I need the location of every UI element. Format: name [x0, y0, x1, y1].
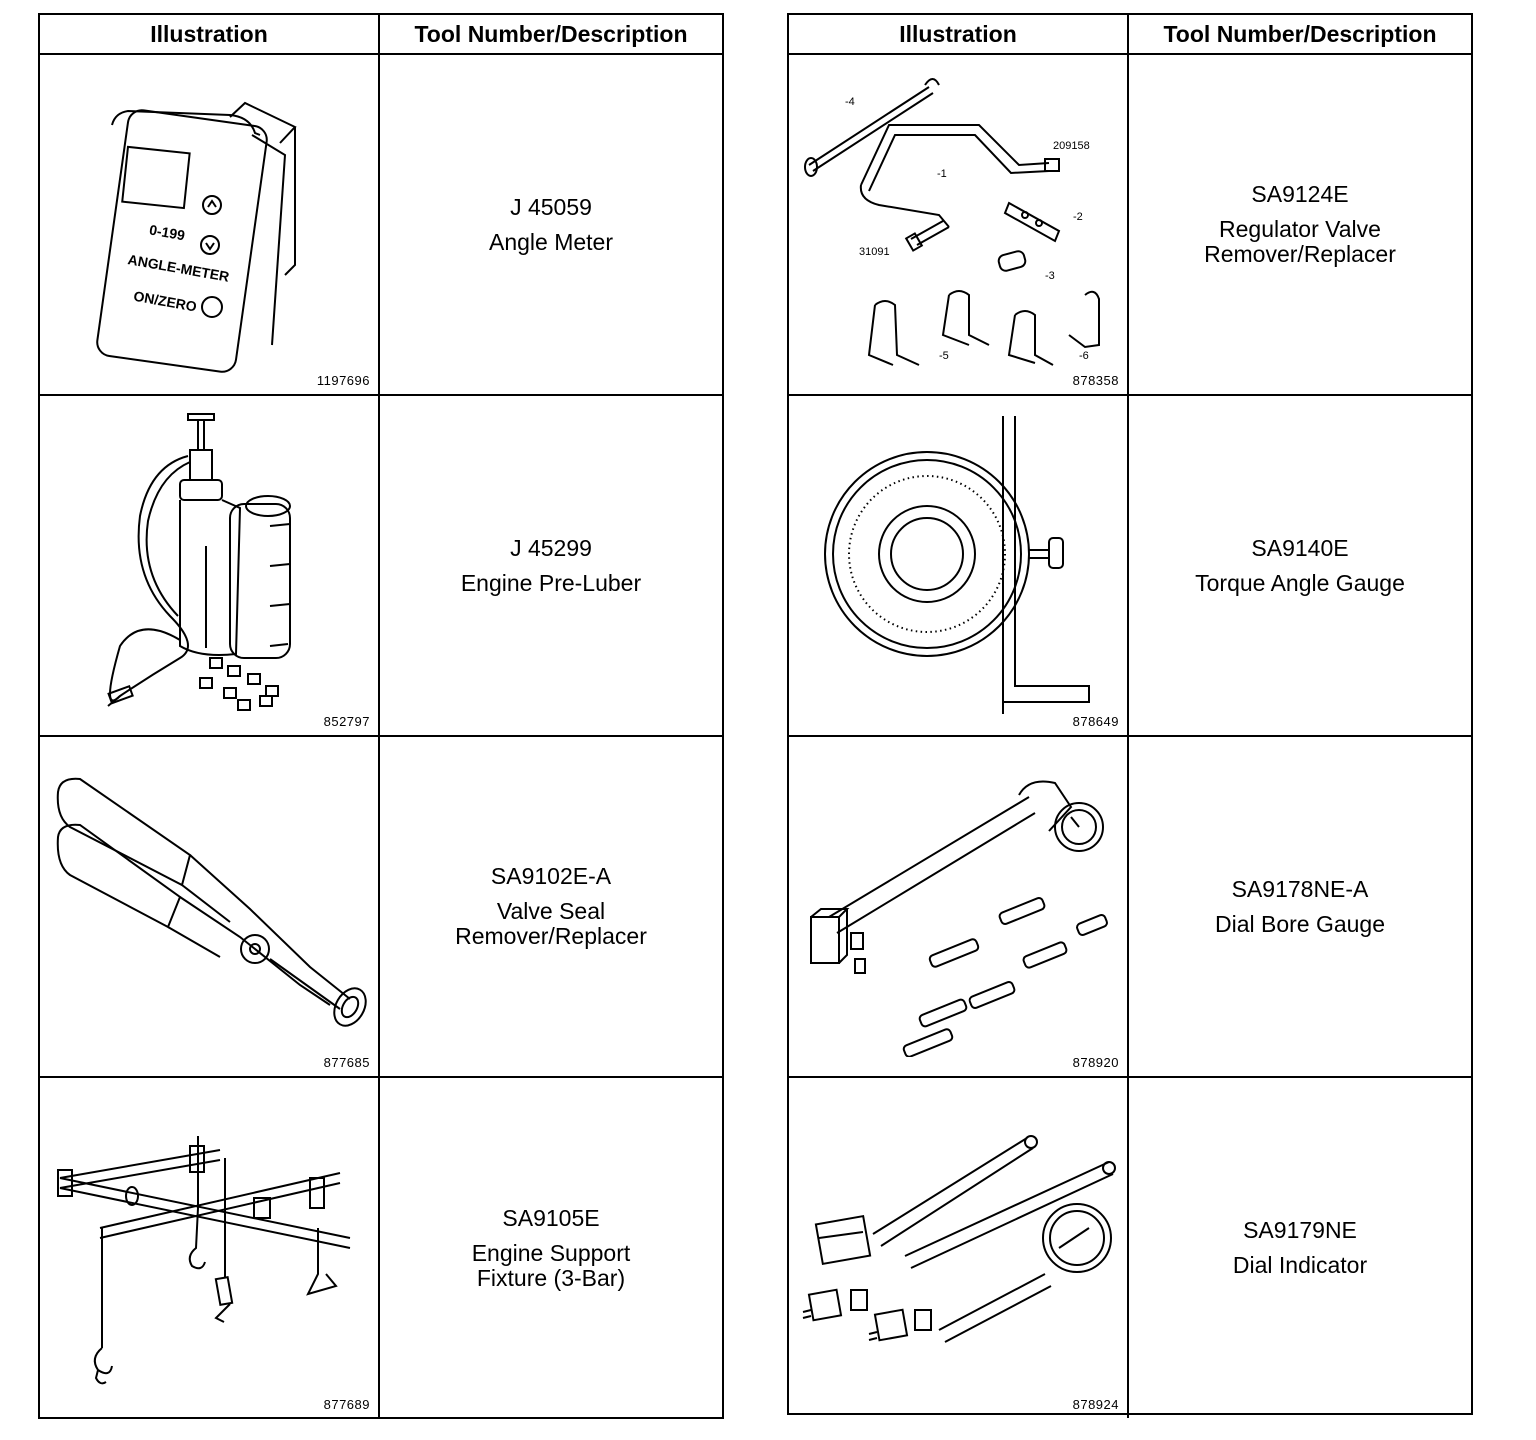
tool-number: SA9102E-A: [490, 863, 612, 889]
callout-4: -4: [845, 96, 855, 108]
figure-number: 878649: [1072, 714, 1119, 729]
tool-description: Angle Meter: [488, 228, 613, 255]
tool-number: SA9105E: [502, 1204, 600, 1231]
table-row: 852797 J 45299 Engine Pre-Luber: [40, 396, 722, 737]
callout-209158: 209158: [1053, 140, 1090, 152]
illustration-header: Illustration: [789, 15, 1129, 53]
tool-number: J 45299: [510, 534, 592, 561]
pre-luber-illustration: [107, 413, 291, 711]
dial-bore-gauge-illustration: [810, 780, 1108, 1057]
callout-1: -1: [937, 168, 947, 180]
tool-description-header: Tool Number/Description: [414, 20, 688, 47]
table-header: Illustration Tool Number/Description: [789, 15, 1471, 55]
illustration-cell: 877689: [40, 1078, 380, 1418]
figure-number: 877689: [323, 1397, 370, 1412]
tool-info: SA9102E-A Valve Seal Remover/Replacer: [380, 737, 722, 1076]
tool-info: J 45299 Engine Pre-Luber: [380, 396, 722, 735]
figure-number: 1197696: [316, 373, 370, 388]
tool-info: J 45059 Angle Meter: [380, 55, 722, 394]
callout-2: -2: [1073, 211, 1083, 223]
tool-info: SA9140E Torque Angle Gauge: [1129, 396, 1471, 735]
tool-number: J 45059: [510, 193, 592, 220]
illustration-cell: 878924: [789, 1078, 1129, 1418]
figure-number: 878358: [1072, 373, 1119, 388]
tool-info: SA9105E Engine Support Fixture (3-Bar): [380, 1078, 722, 1418]
tool-description: Engine Pre-Luber: [460, 569, 642, 596]
tool-description-header: Tool Number/Description: [1163, 20, 1437, 47]
tool-description: Dial Bore Gauge: [1214, 910, 1386, 937]
tool-description: Engine Support Fixture (3-Bar): [471, 1239, 631, 1291]
angle-meter-label: ANGLE-METER: [127, 251, 231, 285]
angle-meter-illustration: 0-199 ANGLE-METER ON/ZERO: [96, 101, 297, 373]
illustration-cell: 878649: [789, 396, 1129, 735]
figure-number: 878920: [1072, 1055, 1119, 1070]
regulator-valve-tool-illustration: -4 -1 209158 -2 31091 -3 -5 -6: [804, 78, 1100, 366]
figure-number: 877685: [323, 1055, 370, 1070]
tool-number: SA9178NE-A: [1231, 875, 1369, 902]
tool-info: SA9179NE Dial Indicator: [1129, 1078, 1471, 1418]
tool-number: SA9179NE: [1243, 1217, 1357, 1243]
engine-support-fixture-illustration: [57, 1136, 351, 1385]
table-row: 878924 SA9179NE Dial Indicator: [789, 1078, 1471, 1418]
illustration-cell: 878920: [789, 737, 1129, 1076]
tool-description: Torque Angle Gauge: [1195, 569, 1405, 596]
callout-5: -5: [939, 350, 949, 362]
illustration-header: Illustration: [40, 15, 380, 53]
illustration-cell: -4 -1 209158 -2 31091 -3 -5 -6 878358: [789, 55, 1129, 394]
figure-number: 878924: [1072, 1397, 1119, 1412]
table-row: 0-199 ANGLE-METER ON/ZERO 1197696 J 4505…: [40, 55, 722, 396]
callout-31091: 31091: [859, 246, 890, 258]
table-row: 877685 SA9102E-A Valve Seal Remover/Repl…: [40, 737, 722, 1078]
tool-number: SA9124E: [1251, 181, 1349, 207]
tool-description: Valve Seal Remover/Replacer: [455, 898, 647, 949]
table-row: 878920 SA9178NE-A Dial Bore Gauge: [789, 737, 1471, 1078]
illustration-cell: 877685: [40, 737, 380, 1076]
on-zero-label: ON/ZERO: [132, 288, 198, 315]
tool-number: SA9140E: [1251, 534, 1349, 561]
tool-info: SA9124E Regulator Valve Remover/Replacer: [1129, 55, 1471, 394]
tool-table-right: Illustration Tool Number/Description: [787, 13, 1473, 1418]
table-row: -4 -1 209158 -2 31091 -3 -5 -6 878358 SA…: [789, 55, 1471, 396]
tool-info: SA9178NE-A Dial Bore Gauge: [1129, 737, 1471, 1076]
table-row: 877689 SA9105E Engine Support Fixture (3…: [40, 1078, 722, 1418]
table-row: 878649 SA9140E Torque Angle Gauge: [789, 396, 1471, 737]
table-header: Illustration Tool Number/Description: [40, 15, 722, 55]
dial-indicator-illustration: [802, 1135, 1116, 1343]
tool-table-left: Illustration Tool Number/Description: [38, 13, 724, 1419]
illustration-cell: 0-199 ANGLE-METER ON/ZERO 1197696: [40, 55, 380, 394]
valve-seal-pliers-illustration: [56, 777, 367, 1027]
callout-6: -6: [1079, 350, 1089, 362]
illustration-cell: 852797: [40, 396, 380, 735]
tool-description: Dial Indicator: [1232, 1252, 1368, 1278]
tool-description: Regulator Valve Remover/Replacer: [1204, 216, 1396, 267]
figure-number: 852797: [323, 714, 370, 729]
display-range-label: 0-199: [148, 221, 186, 243]
torque-angle-gauge-illustration: [824, 416, 1090, 714]
callout-3: -3: [1045, 270, 1055, 282]
